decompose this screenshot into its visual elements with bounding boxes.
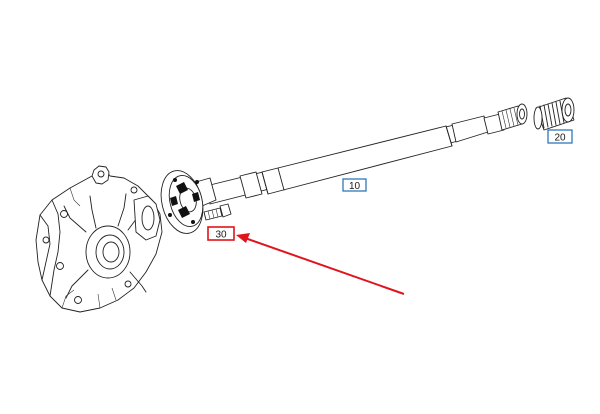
arrowhead-icon: [236, 233, 250, 243]
cv-joint-flange: [160, 170, 204, 234]
callout-20-label: 20: [554, 133, 566, 144]
differential-housing: [35, 165, 163, 313]
callout-10[interactable]: 10: [342, 178, 367, 192]
callout-30-label: 30: [215, 230, 227, 241]
bellows-boot: [533, 97, 575, 131]
highlight-arrow: [236, 233, 405, 295]
callout-10-label: 10: [349, 181, 361, 192]
drive-shaft: [195, 103, 528, 207]
callout-20[interactable]: 20: [547, 129, 573, 144]
callout-30[interactable]: 30: [207, 226, 235, 241]
bolt-part: [203, 203, 232, 221]
